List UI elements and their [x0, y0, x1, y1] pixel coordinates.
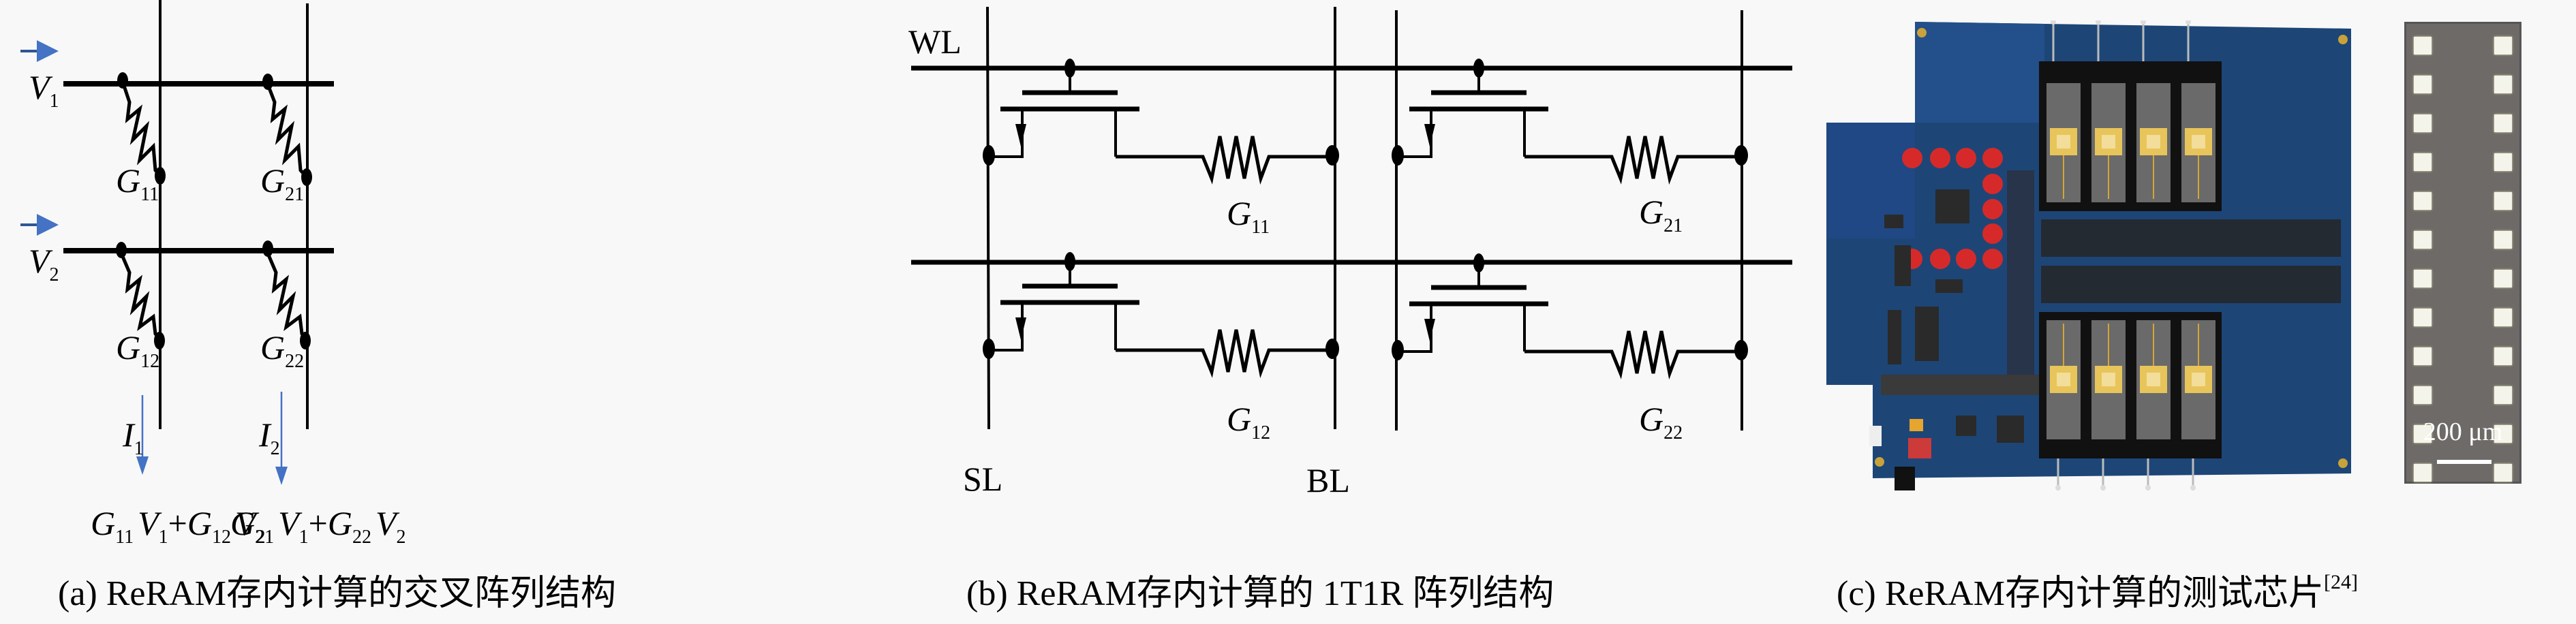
- bond-pad: [2494, 153, 2512, 171]
- output-label-i1: I1: [122, 416, 144, 459]
- resistor-g21: [262, 74, 312, 186]
- conductance-label-g22: G22: [260, 328, 304, 372]
- cell-1t1r-22: [1392, 253, 1748, 373]
- bond-pad: [2414, 231, 2432, 249]
- bond-pad: [2414, 386, 2432, 404]
- bond-pad: [2494, 309, 2512, 326]
- bond-pad: [2414, 425, 2432, 443]
- input-label-v1: V1: [29, 68, 59, 112]
- conductance-label-g21: G21: [1639, 193, 1683, 236]
- conductance-label-g21: G21: [260, 161, 304, 205]
- bond-pad: [2494, 192, 2512, 210]
- output-current-arrowhead-2: [275, 467, 288, 485]
- caption-b: (b) ReRAM存内计算的 1T1R 阵列结构: [966, 574, 1554, 613]
- bond-pad: [2414, 114, 2432, 132]
- bond-pad: [2414, 37, 2432, 54]
- scale-bar: [2437, 460, 2491, 464]
- cell-1t1r-21: [1392, 59, 1748, 178]
- bond-pad: [2414, 347, 2432, 365]
- conductance-label-g12: G12: [116, 328, 159, 372]
- bond-pad: [2414, 153, 2432, 171]
- bond-pad: [2494, 37, 2512, 54]
- citation: [24]: [2323, 571, 2358, 593]
- chip-die-micrograph: 200 μm: [2404, 22, 2521, 484]
- conductance-label-g22: G22: [1639, 400, 1683, 443]
- bit-line-label: BL: [1306, 461, 1350, 499]
- output-current-arrowhead-1: [136, 456, 149, 475]
- bond-pad: [2494, 464, 2512, 482]
- bond-pad: [2414, 192, 2432, 210]
- output-label-i2: I2: [258, 416, 280, 459]
- conductance-label-g12: G12: [1227, 400, 1270, 443]
- caption-a: (a) ReRAM存内计算的交叉阵列结构: [58, 574, 616, 613]
- bond-pad: [2494, 114, 2512, 132]
- resistor-g22: [262, 240, 311, 349]
- bond-pad: [2494, 76, 2512, 93]
- panel-b-1t1r-diagram: WL SL BL G11 G21 G12 G22: [908, 6, 1792, 499]
- scale-bar-label: 200 μm: [2423, 418, 2503, 446]
- chip-sockets-top: [2039, 20, 2223, 213]
- bond-pad: [2414, 270, 2432, 287]
- bond-pad: [2414, 309, 2432, 326]
- bond-pad: [2494, 386, 2512, 404]
- source-line-label: SL: [963, 460, 1002, 498]
- bond-pad: [2414, 76, 2432, 93]
- source-line-1: [986, 6, 990, 430]
- chip-sockets-bottom: [2039, 311, 2223, 490]
- cell-1t1r-11: [983, 59, 1339, 185]
- bond-pad: [2494, 270, 2512, 287]
- resistor-g11: [117, 72, 166, 185]
- input-label-v2: V2: [29, 242, 59, 285]
- word-line-label: WL: [908, 22, 962, 61]
- bond-pad: [2494, 231, 2512, 249]
- conductance-label-g11: G11: [1227, 194, 1270, 238]
- resistor-g12: [116, 242, 165, 349]
- caption-c: (c) ReRAM存内计算的测试芯片[24]: [1837, 571, 2358, 613]
- test-board-photo: [1826, 20, 2351, 490]
- cell-1t1r-12: [983, 252, 1339, 372]
- red-buttons: [1902, 148, 2003, 269]
- bond-pad: [2494, 347, 2512, 365]
- bond-pad: [2414, 464, 2432, 482]
- conductance-label-g11: G11: [116, 161, 159, 205]
- bond-pad: [2494, 425, 2512, 443]
